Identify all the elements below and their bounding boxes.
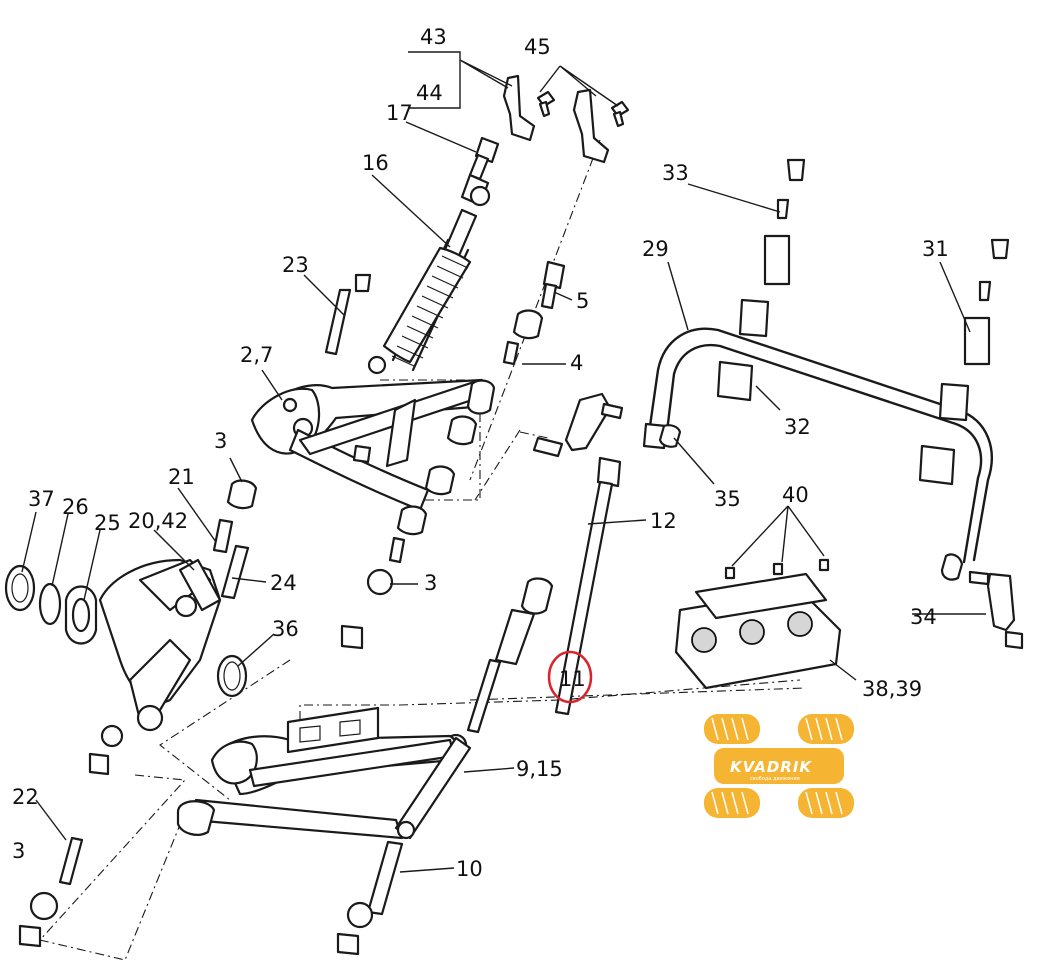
label-24: 24 xyxy=(270,571,297,595)
label-17: 17 xyxy=(386,101,413,125)
label-45: 45 xyxy=(524,35,551,59)
label-16: 16 xyxy=(362,151,389,175)
stabilizer-link-35 xyxy=(532,392,682,458)
label-32: 32 xyxy=(784,415,811,439)
label-35: 35 xyxy=(714,487,741,511)
watermark-logo: KVADRIK свобода движения xyxy=(704,714,854,818)
leader-lines xyxy=(21,51,986,873)
skid-plate xyxy=(674,558,842,690)
label-43: 43 xyxy=(420,25,447,49)
label-9-15: 9,15 xyxy=(516,757,563,781)
clamp-33 xyxy=(738,158,806,338)
shock-absorber xyxy=(367,173,491,375)
long-bolt-12 xyxy=(554,456,622,716)
upper-a-arm xyxy=(250,378,496,536)
label-33: 33 xyxy=(662,161,689,185)
label-25: 25 xyxy=(94,511,121,535)
lower-hardware xyxy=(18,536,406,948)
stabilizer-link-34 xyxy=(940,553,1024,650)
brackets-43-45 xyxy=(502,74,630,164)
label-3-upper: 3 xyxy=(214,429,227,453)
label-23: 23 xyxy=(282,253,309,277)
label-44: 44 xyxy=(416,81,443,105)
label-21: 21 xyxy=(168,465,195,489)
highlight-circle xyxy=(547,650,593,704)
label-2-7: 2,7 xyxy=(240,343,273,367)
bolt-10 xyxy=(336,840,404,956)
bushing-set xyxy=(444,577,554,757)
watermark-text: KVADRIK xyxy=(730,758,812,776)
label-3-lower: 3 xyxy=(12,839,25,863)
label-20-42: 20,42 xyxy=(128,509,188,533)
clamp-31 xyxy=(938,238,1010,422)
bolt-5 xyxy=(502,260,566,366)
label-10: 10 xyxy=(456,857,483,881)
label-22: 22 xyxy=(12,785,39,809)
label-12: 12 xyxy=(650,509,677,533)
label-38-39: 38,39 xyxy=(862,677,922,701)
label-37: 37 xyxy=(28,487,55,511)
lower-a-arm xyxy=(176,706,472,840)
label-5: 5 xyxy=(576,289,589,313)
label-26: 26 xyxy=(62,495,89,519)
bolt-17 xyxy=(468,136,500,181)
label-29: 29 xyxy=(642,237,669,261)
label-34: 34 xyxy=(910,605,937,629)
callout-labels: 43 44 45 17 16 23 5 4 2,7 3 33 29 31 32 … xyxy=(12,25,949,881)
label-31: 31 xyxy=(922,237,949,261)
stabilizer-bar xyxy=(642,327,993,564)
label-36: 36 xyxy=(272,617,299,641)
watermark-tagline: свобода движения xyxy=(750,776,800,782)
label-3-mid: 3 xyxy=(424,571,437,595)
bolt-23 xyxy=(324,273,372,356)
label-4: 4 xyxy=(570,351,583,375)
label-11: 11 xyxy=(559,667,586,691)
bushings-32 xyxy=(716,360,956,486)
assembly-lines xyxy=(38,139,806,961)
knuckle-assembly xyxy=(4,479,258,732)
label-40: 40 xyxy=(782,483,809,507)
